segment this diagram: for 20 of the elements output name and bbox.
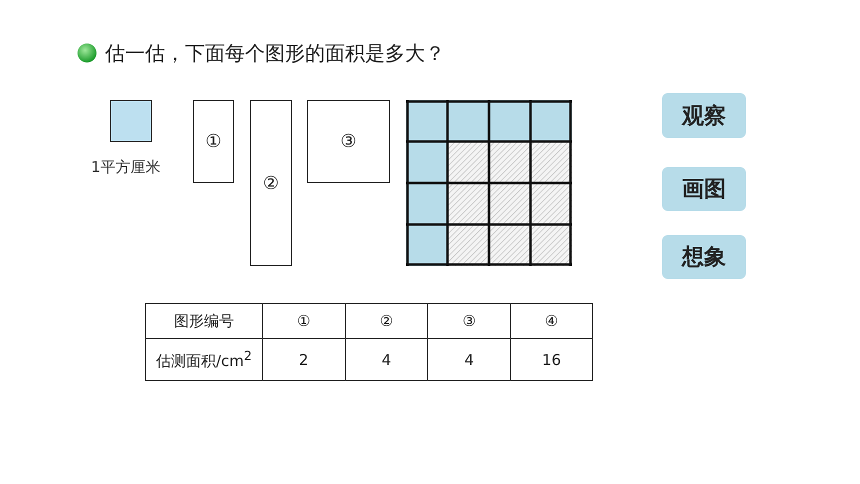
- table-cell: ③: [428, 304, 511, 338]
- method-button: 想象: [662, 235, 746, 279]
- table-cell: 2: [262, 338, 346, 380]
- table-cell: ②: [345, 304, 428, 338]
- table-cell: ④: [510, 304, 592, 338]
- table-cell: ①: [262, 304, 346, 338]
- unit-label: 1平方厘米: [91, 158, 161, 177]
- rectangle-box: ③: [307, 100, 390, 183]
- method-button: 观察: [662, 93, 746, 138]
- grid-drawing: [406, 100, 572, 266]
- table-header-cell: 估测面积/cm$^{2}$: [146, 338, 262, 380]
- table-cell: 16: [510, 338, 592, 380]
- rectangle-box: ②: [250, 100, 292, 266]
- title: 估一估，下面每个图形的面积是多大？: [105, 40, 445, 67]
- rectangle-box: ①: [193, 100, 234, 183]
- method-button: 画图: [662, 167, 746, 211]
- table-cell: 4: [345, 338, 428, 380]
- unit-square: [110, 100, 152, 142]
- table-cell: 4: [428, 338, 511, 380]
- table-header-cell: 图形编号: [146, 304, 262, 338]
